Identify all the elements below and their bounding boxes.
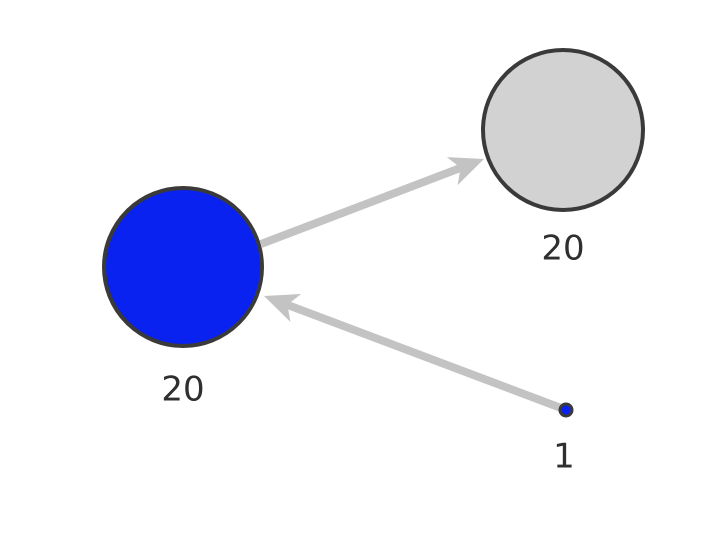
node-label-blue-small: 1 [553,437,575,477]
arrowhead-icon [446,157,484,186]
node-circle[interactable] [481,48,645,212]
node-blue-small[interactable] [558,402,574,418]
labels-layer: 20 20 1 [161,229,584,477]
arrowhead-icon [264,294,302,322]
node-circle[interactable] [102,186,264,348]
node-label-blue-large: 20 [161,370,204,410]
nodes-layer [102,48,645,418]
edge-line [259,163,463,248]
edge-blue-to-gray[interactable] [259,157,484,248]
edge-small-to-blue[interactable] [264,294,563,412]
node-label-gray-large: 20 [541,229,584,269]
node-blue-large[interactable] [102,186,264,348]
edge-line [285,300,563,412]
edges-layer [259,157,563,412]
node-circle[interactable] [558,402,574,418]
node-gray-large[interactable] [481,48,645,212]
